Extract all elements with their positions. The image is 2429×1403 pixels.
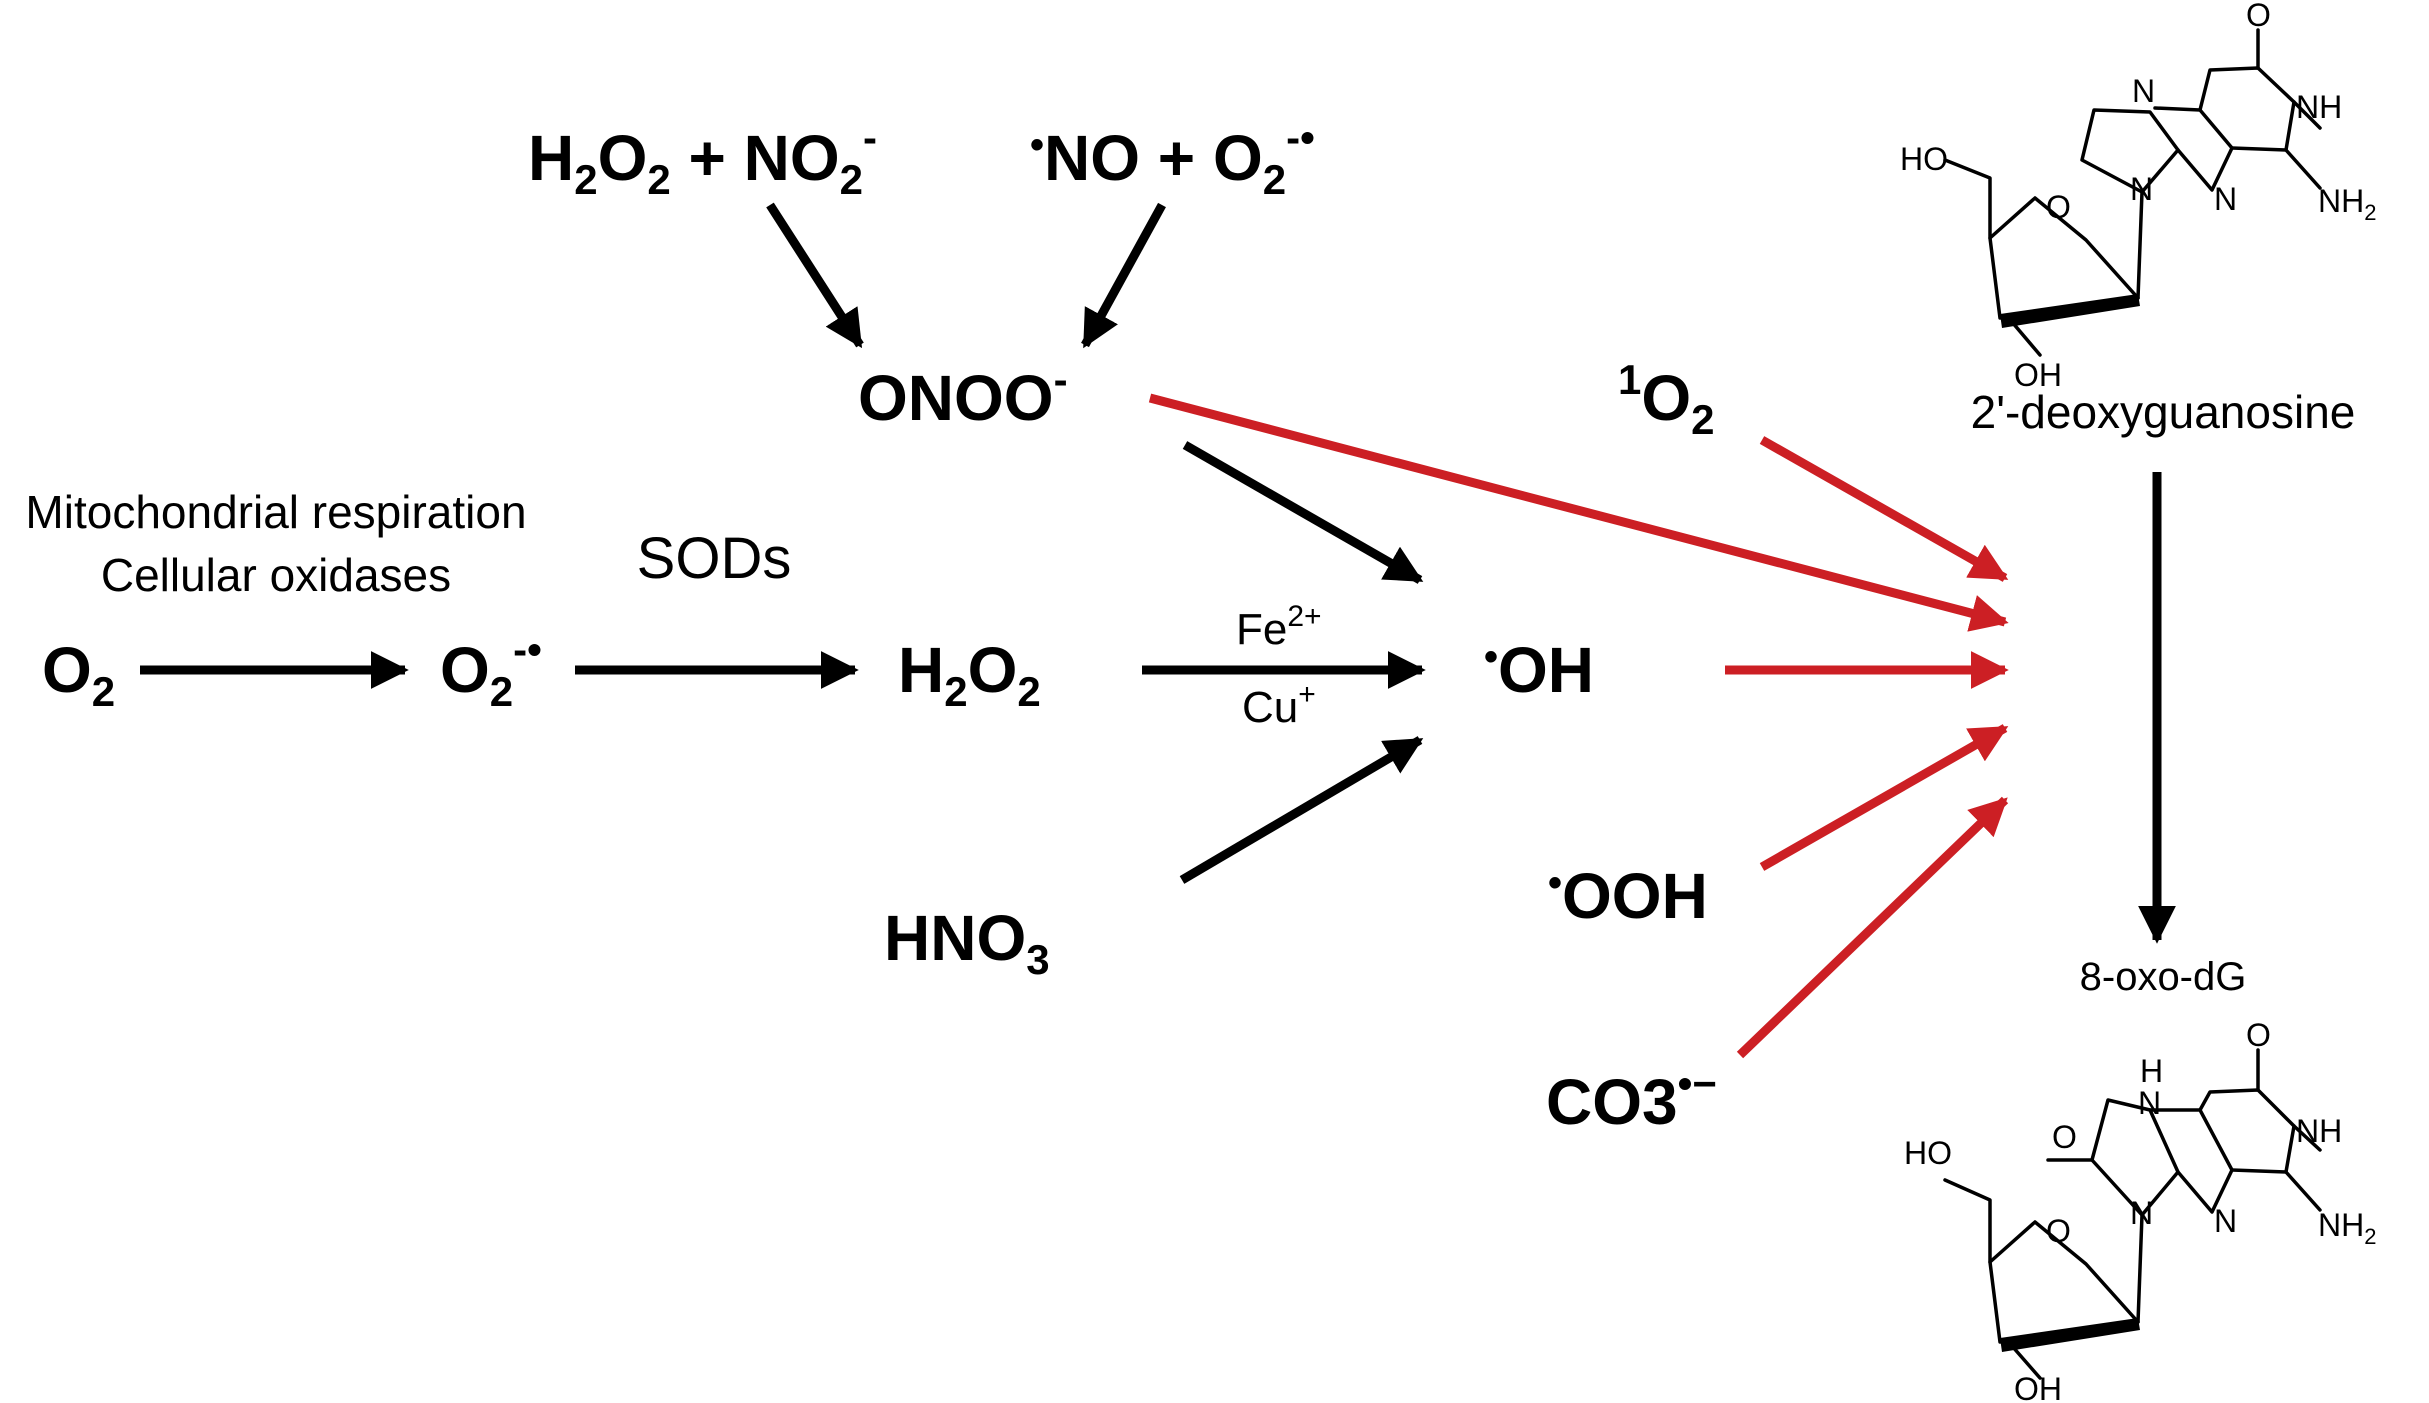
deoxyguanosine-structure: HO O OH O NH NH2 N N N xyxy=(1900,0,2376,393)
hydroxyl-radical-label: •OH xyxy=(1484,634,1594,706)
peroxynitrite-label: ONOO- xyxy=(858,356,1068,434)
svg-text:N: N xyxy=(2132,73,2155,109)
svg-text:NH: NH xyxy=(2296,89,2342,125)
oxo-dg-name: 8-oxo-dG xyxy=(2080,955,2247,999)
oxygen-label: O2 xyxy=(42,634,115,715)
mitochondrial-respiration-label: Mitochondrial respiration xyxy=(25,486,526,538)
svg-text:N: N xyxy=(2130,1195,2153,1231)
singlet-oxygen-label: 1O2 xyxy=(1618,356,1715,443)
nitric-acid-label: HNO3 xyxy=(884,902,1050,983)
svg-text:NH2: NH2 xyxy=(2318,1207,2376,1249)
arrow-peroxynitrite-to-hydroxyl xyxy=(1182,441,1424,584)
superoxide-label: O2-• xyxy=(440,626,542,715)
svg-text:N: N xyxy=(2130,171,2153,207)
arrow-no-superoxide-to-peroxynitrite xyxy=(1081,202,1166,349)
cellular-oxidases-label: Cellular oxidases xyxy=(101,549,451,601)
sods-label: SODs xyxy=(637,526,792,591)
arrow-carbonate-to-dna xyxy=(1736,796,2009,1059)
arrow-nitric-acid-to-hydroxyl xyxy=(1179,736,1424,884)
arrow-peroxynitrite-to-dna xyxy=(1148,393,2009,632)
deoxyguanosine-name: 2'-deoxyguanosine xyxy=(1971,386,2356,438)
svg-text:OH: OH xyxy=(2014,1371,2062,1403)
svg-text:O: O xyxy=(2046,1213,2071,1249)
hydroperoxyl-radical-label: •OOH xyxy=(1548,860,1708,932)
svg-text:N: N xyxy=(2214,1203,2237,1239)
svg-text:H: H xyxy=(2140,1053,2163,1089)
hydrogen-peroxide-label: H2O2 xyxy=(898,634,1041,715)
svg-text:N: N xyxy=(2214,181,2237,217)
carbonate-radical-label: CO3•− xyxy=(1546,1060,1717,1138)
svg-text:NH: NH xyxy=(2296,1113,2342,1149)
svg-text:OH: OH xyxy=(2014,357,2062,393)
arrow-h2o2-nitrite-to-peroxynitrite xyxy=(766,202,864,349)
svg-text:HO: HO xyxy=(1900,141,1948,177)
svg-text:NH2: NH2 xyxy=(2318,183,2376,225)
svg-text:N: N xyxy=(2138,1085,2161,1121)
8-oxo-dg-structure: HO O OH O O H N NH NH2 N N xyxy=(1904,1017,2376,1403)
arrow-hydroperoxyl-to-dna xyxy=(1759,724,2009,871)
svg-text:O: O xyxy=(2052,1119,2077,1155)
svg-text:O: O xyxy=(2246,1017,2271,1053)
svg-text:O: O xyxy=(2046,189,2071,225)
h2o2-plus-nitrite-label: H2O2 + NO2- xyxy=(528,114,877,203)
nitric-oxide-plus-superoxide-label: •NO + O2-• xyxy=(1030,114,1315,203)
svg-text:HO: HO xyxy=(1904,1135,1952,1171)
arrow-singlet-oxygen-to-dna xyxy=(1759,436,2009,582)
iron-catalyst-label: Fe2+ xyxy=(1236,600,1322,654)
copper-catalyst-label: Cu+ xyxy=(1242,678,1316,732)
svg-text:O: O xyxy=(2246,0,2271,33)
